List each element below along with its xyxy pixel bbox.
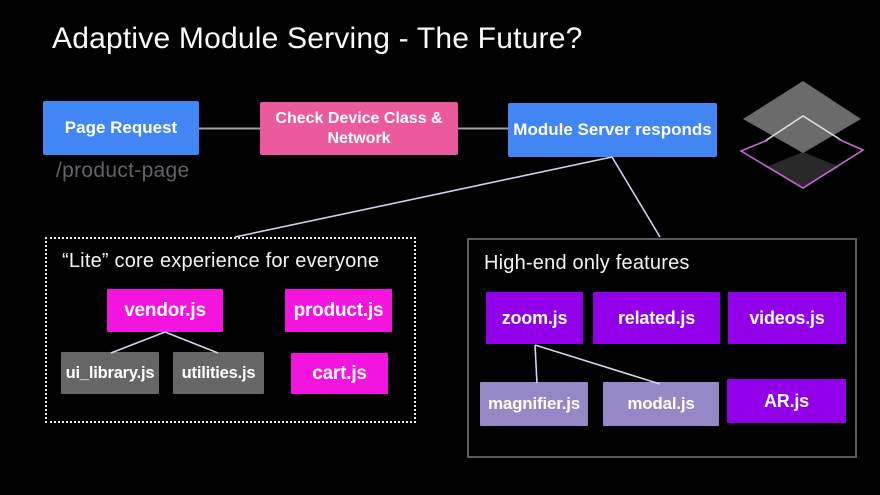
flow-node-label: Module Server responds bbox=[513, 119, 712, 139]
route-path-label: /product-page bbox=[56, 159, 190, 182]
module-label: cart.js bbox=[312, 362, 367, 384]
connector-moduleserver-litegroup bbox=[234, 156, 613, 238]
module-utilities-js: utilities.js bbox=[173, 352, 264, 394]
highend-group-title: High-end only features bbox=[484, 252, 690, 274]
slide-title: Adaptive Module Serving - The Future? bbox=[52, 22, 583, 55]
module-label: related.js bbox=[617, 307, 696, 328]
flow-node-check-device: Check Device Class & Network bbox=[260, 102, 458, 155]
module-label: zoom.js bbox=[501, 307, 568, 328]
module-label: AR.js bbox=[763, 390, 809, 411]
flow-node-label: Check Device Class & Network bbox=[275, 110, 443, 147]
flow-node-label: Page Request bbox=[64, 117, 178, 137]
layered-diamonds-logo-icon bbox=[739, 81, 865, 189]
module-zoom-js: zoom.js bbox=[486, 292, 583, 344]
module-ar-js: AR.js bbox=[727, 379, 846, 423]
module-ui-library-js: ui_library.js bbox=[61, 352, 159, 394]
logo-white-chevron bbox=[764, 115, 842, 142]
module-videos-js: videos.js bbox=[728, 292, 846, 344]
lite-group-container bbox=[45, 237, 416, 423]
module-related-js: related.js bbox=[593, 292, 720, 344]
module-magnifier-js: magnifier.js bbox=[480, 382, 588, 426]
lite-group-title: “Lite” core experience for everyone bbox=[62, 250, 380, 272]
module-vendor-js: vendor.js bbox=[107, 289, 223, 332]
module-cart-js: cart.js bbox=[291, 353, 388, 394]
flow-node-page-request: Page Request bbox=[43, 101, 199, 155]
logo-bottom-dark-diamond bbox=[766, 152, 840, 187]
module-label: vendor.js bbox=[124, 299, 206, 321]
flow-node-module-server: Module Server responds bbox=[508, 103, 717, 157]
logo-pink-outline-diamond bbox=[739, 138, 865, 189]
connector-moduleserver-highendgroup bbox=[611, 156, 661, 238]
module-label: utilities.js bbox=[181, 363, 256, 382]
module-label: videos.js bbox=[749, 307, 825, 328]
module-label: magnifier.js bbox=[487, 394, 581, 413]
module-label: modal.js bbox=[627, 394, 695, 413]
module-product-js: product.js bbox=[285, 289, 392, 332]
highend-group-container bbox=[467, 238, 857, 458]
module-label: ui_library.js bbox=[65, 363, 155, 382]
module-label: product.js bbox=[293, 299, 384, 321]
module-modal-js: modal.js bbox=[603, 382, 719, 426]
